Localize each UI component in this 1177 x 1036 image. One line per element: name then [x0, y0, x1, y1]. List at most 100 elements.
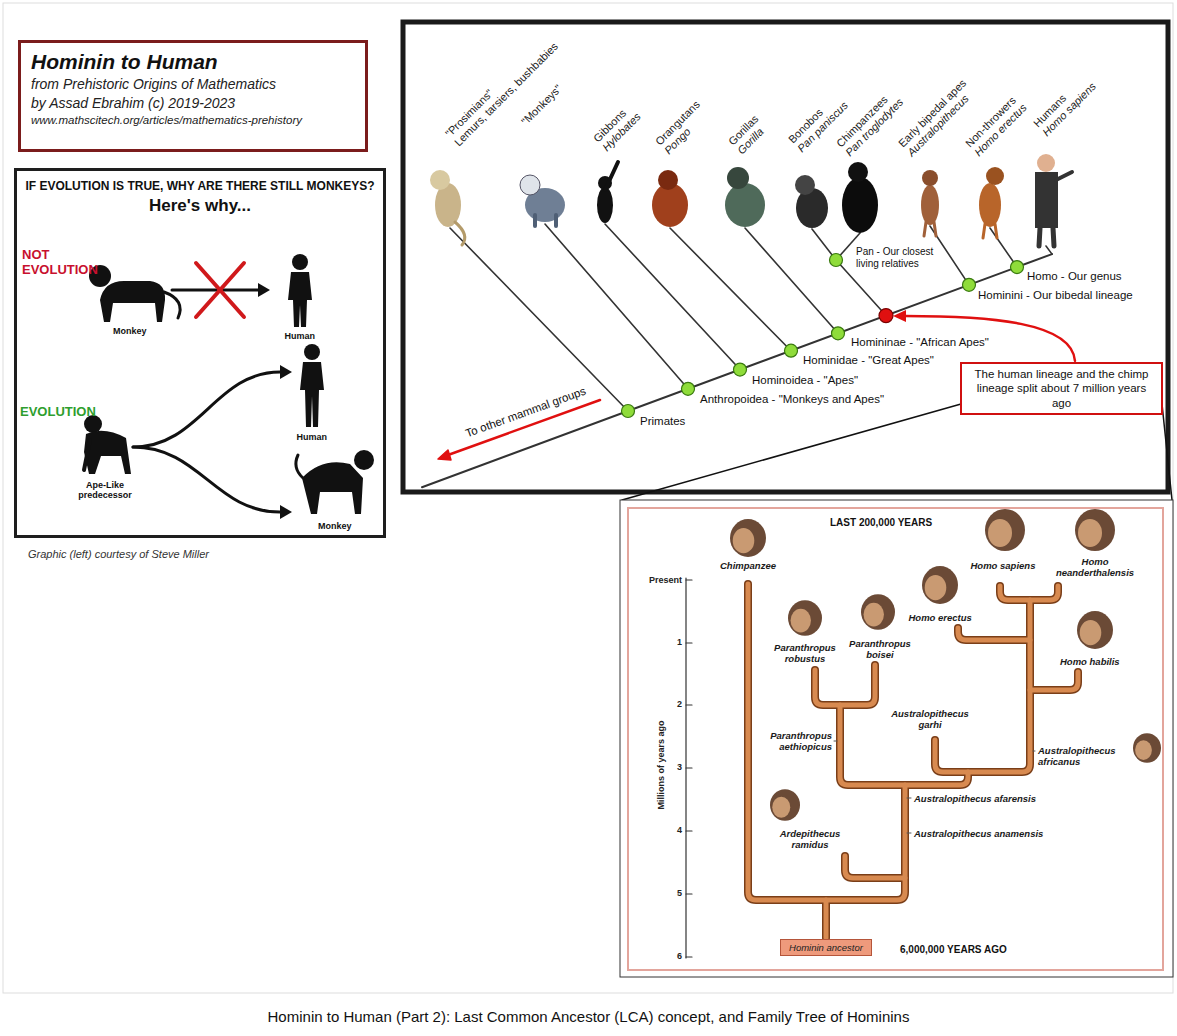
australopithecus-head [922, 170, 938, 186]
title-box: Hominin to Humanfrom Prehistoric Origins… [18, 40, 368, 152]
hominin-face [988, 519, 1012, 547]
title-text: from Prehistoric Origins of Mathematics [31, 75, 355, 94]
species-label: Chimpanzee [720, 560, 776, 571]
monkey-silhouette [302, 462, 363, 514]
species-label: Australopithecus garhi [883, 708, 978, 730]
monkey-silhouette [100, 281, 165, 322]
title-text: www.mathscitech.org/articles/mathematics… [31, 113, 355, 129]
branch-line [990, 228, 1017, 267]
bonobo-head [795, 175, 815, 195]
ape-arm [84, 440, 90, 470]
arrow-head [258, 283, 270, 297]
ancestor-box: Hominin ancestor [780, 939, 872, 956]
callout-box: The human lineage and the chimp lineage … [960, 362, 1163, 415]
not-evolution-label: NOT EVOLUTION [22, 248, 110, 278]
figure-leg [934, 222, 936, 236]
tick-label: Present [649, 575, 682, 585]
time-heading: LAST 200,000 YEARS [830, 517, 932, 528]
hominin-head [985, 509, 1025, 551]
tree-branch-edge [845, 856, 905, 878]
panel-heading: Here's why... [23, 196, 377, 216]
tree-branch [748, 584, 905, 900]
time-tick [686, 767, 692, 768]
branch-line [670, 228, 791, 351]
clade-label: Anthropoidea - "Monkeys and Apes" [700, 393, 884, 405]
figure-frame [3, 3, 1173, 993]
time-tick [686, 830, 692, 831]
hominin-head [788, 600, 822, 636]
human-leg [1039, 228, 1040, 246]
figure-label: Human [285, 331, 316, 341]
tree-branch-edge [822, 900, 830, 938]
arrow-line [172, 289, 258, 292]
clade-dot [734, 363, 747, 376]
hominin-face [791, 609, 811, 633]
arrow-head [438, 450, 451, 460]
gorilla-figure [725, 183, 765, 227]
figure-label: Human [297, 432, 328, 442]
evolution-label: EVOLUTION [20, 404, 96, 419]
credit-note: Graphic (left) courtesy of Steve Miller [28, 548, 209, 560]
leader-line [1033, 751, 1035, 752]
tick-label: 6 [677, 951, 682, 961]
hominin-head [861, 594, 895, 630]
axis-title: Millions of years ago [655, 720, 665, 809]
human-head [1037, 154, 1055, 172]
prosimian-tail [455, 222, 465, 245]
tree-branch-edge [748, 584, 905, 900]
figure-label: Monkey [113, 326, 147, 336]
branch-arrow [133, 447, 280, 512]
species-label: Ardepithecus ramidus [773, 828, 848, 850]
clade-dot [1011, 261, 1024, 274]
species-label: Australopithecus afarensis [914, 793, 1036, 804]
branch-line [545, 224, 688, 389]
australopithecus-figure [921, 185, 939, 225]
clade-label: Hominini - Our bibedal lineage [978, 289, 1133, 301]
monkey-leg [554, 215, 558, 226]
tree-branch [845, 856, 905, 878]
callout-text: The human lineage and the chimp lineage … [967, 367, 1156, 410]
tree-branch [1000, 586, 1058, 600]
species-label: Australopithecus africanus [1038, 745, 1130, 767]
human-leg [1053, 228, 1054, 246]
hominin-head [1133, 733, 1161, 762]
branch-line [450, 228, 628, 411]
time-heading: 6,000,000 YEARS AGO [900, 944, 1007, 955]
monkey-head [520, 175, 540, 195]
hominin-face [864, 603, 884, 627]
figure-leg [924, 222, 926, 236]
figure-leg [995, 224, 997, 238]
tick-label: 2 [677, 699, 682, 709]
erectus-head [986, 167, 1004, 185]
cladogram-panel [403, 22, 1168, 492]
branch-line [745, 228, 838, 333]
species-label: Paranthropus boisei [843, 638, 918, 660]
orangutan-head [658, 170, 678, 190]
clade-dot [622, 405, 635, 418]
monkey-leg [533, 215, 537, 226]
hominin-face [733, 528, 755, 553]
clade-label: Pan - Our closest living relatives [856, 246, 944, 270]
clade-label: Homininae - "African Apes" [851, 336, 989, 348]
hominin-head [730, 519, 766, 557]
hominin-head [770, 789, 800, 821]
hominin-head [922, 566, 958, 604]
tick-label: 4 [677, 825, 682, 835]
hominin-face [1135, 740, 1152, 760]
human-silhouette [288, 272, 312, 327]
clade-dot [785, 344, 798, 357]
erectus-figure [979, 183, 1001, 227]
clade-dot [832, 327, 845, 340]
zoom-line [1162, 404, 1172, 500]
clade-label: Hominoidea - "Apes" [752, 374, 858, 386]
figure-leg [983, 224, 985, 238]
panel-heading: IF EVOLUTION IS TRUE, WHY ARE THERE STIL… [23, 179, 377, 194]
ape-silhouette [84, 431, 131, 474]
hominin-face [1080, 620, 1102, 645]
clade-dot [830, 254, 843, 267]
species-label: Australopithecus anamensis [914, 828, 1043, 839]
species-label: Homo erectus [909, 612, 972, 623]
tree-branch-edge [1030, 672, 1078, 690]
